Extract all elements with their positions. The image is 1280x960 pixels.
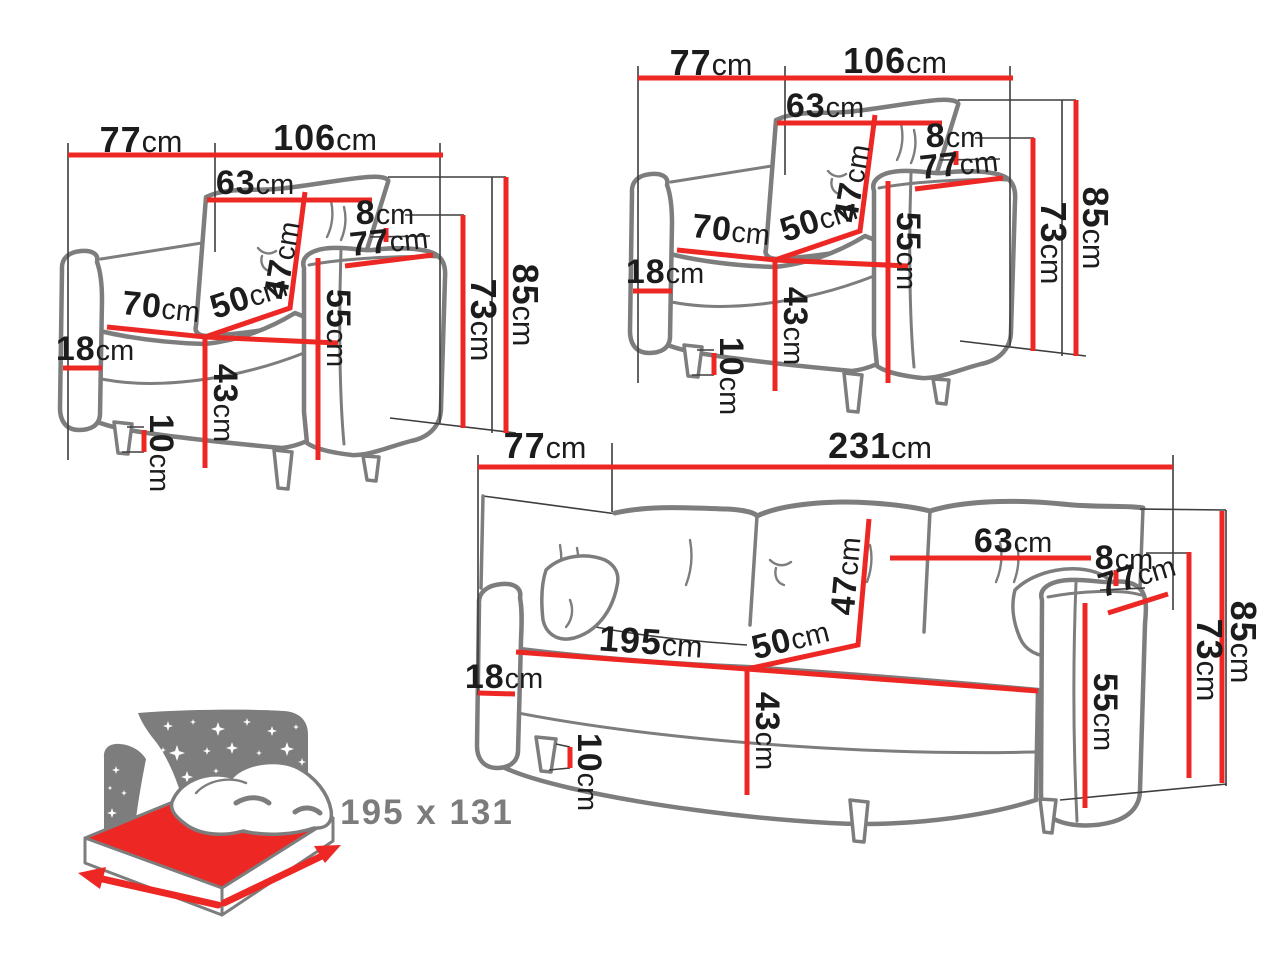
bed-depth-arrow-shaft [220, 850, 330, 907]
sofa-dim-armrest-height: 55cm [1086, 673, 1124, 751]
armchair-right-dim-cushion-height: 47cm [827, 141, 878, 225]
armchair-left-dim-backrest-height: 73cm [463, 279, 504, 362]
sofa-labels: 77cm 231cm 63cm 8cm 77cm 47cm 195cm 50cm… [465, 425, 1264, 811]
sofa-left-pillow-crease [564, 598, 574, 629]
armchair-left-dim-leg-height: 10cm [142, 414, 180, 492]
armchair-right-dim-depth-top: 77cm [670, 42, 753, 83]
sofa-dim-seat-width: 195cm [598, 617, 704, 665]
sofa-dim-seat-depth: 50cm [748, 611, 833, 667]
sofa-cushion-seams [748, 509, 932, 634]
sofa-dim-width-top: 231cm [828, 425, 932, 466]
bed-pillow-line [194, 778, 248, 795]
armchair-right-dim-width-top: 106cm [843, 40, 947, 81]
armchair-left-dim-depth-top: 77cm [100, 119, 183, 160]
sofa-bed-icon: 195 x 131 [78, 709, 514, 917]
sofa-dim-leg-height: 10cm [570, 733, 608, 811]
sofa-armrest-top-line [1046, 589, 1143, 599]
armchair-left-dim-seat-height: 43cm [206, 364, 244, 442]
armchair-left-dim-armrest-height: 55cm [319, 289, 357, 367]
sofa-dim-base-side: 18cm [465, 658, 543, 696]
sofa-back-side-edges [479, 494, 1145, 590]
armchair-right-dim-seat-height: 43cm [776, 287, 814, 365]
armchair-left-dim-cushion-height: 47cm [257, 218, 308, 302]
sofa-dim-line-armrest-length [1107, 591, 1169, 616]
sofa-cushion-creases [553, 538, 1020, 597]
armchair-left-dim-total-height: 85cm [505, 264, 546, 347]
armchair-right-dim-base-side: 18cm [626, 253, 704, 291]
armchair-right-dim-armrest-length: 77cm [918, 141, 1000, 187]
sofa-dim-depth-top: 77cm [504, 425, 587, 466]
sofa-dim-cushion-width: 63cm [974, 522, 1052, 560]
armchair-left-dim-seat-width: 70cm [120, 284, 202, 330]
bed-width-arrowhead [78, 867, 106, 889]
sofa-back-panel-edge [482, 495, 618, 515]
sofa-dim-back-gap: 8cm [1095, 539, 1153, 577]
armchair-right-dim-armrest-height: 55cm [889, 212, 927, 290]
sofa-dim-seat-height: 43cm [748, 692, 786, 770]
armchair-left-dim-cushion-width: 63cm [216, 164, 294, 202]
sofa-dim-total-height: 85cm [1223, 601, 1264, 684]
armchair-right-dim-backrest-height: 73cm [1033, 202, 1074, 285]
armchair-right-labels: 77cm 106cm 63cm 8cm 77cm 47cm 70cm 50cm … [626, 40, 1116, 415]
sofa-left-pillow [540, 554, 620, 641]
sofa-armrest-crease [1072, 580, 1079, 823]
sofa-drawing [474, 443, 1228, 844]
sofa-dim-cushion-height: 47cm [824, 535, 869, 616]
sofa-dim-backrest-height: 73cm [1189, 619, 1230, 702]
sofa-left-armrest [474, 581, 524, 771]
armchair-left-dim-back-gap: 8cm [356, 194, 414, 232]
sofa-cushion-bottom-line [584, 624, 748, 646]
armchair-right-dim-total-height: 85cm [1075, 187, 1116, 270]
sofa-legs [534, 735, 1058, 844]
armchair-left-labels: 77cm 106cm 63cm 8cm 77cm 47cm 70cm 50cm … [56, 117, 546, 492]
sofa-base-crease [501, 708, 1037, 755]
sofa-dim-line-base-side [477, 690, 516, 697]
bed-blanket-folds [233, 795, 323, 816]
sofa-reference-lines [477, 443, 1228, 801]
bed-sleeping-area-label: 195 x 131 [340, 793, 514, 832]
sofa-dim-line-cushion-seat [515, 518, 872, 672]
armchair-right-dim-back-gap: 8cm [926, 117, 984, 155]
bed-depth-arrowhead [314, 845, 341, 863]
armchair-right-dim-seat-width: 70cm [690, 207, 772, 253]
armchair-left-dim-base-side: 18cm [56, 330, 134, 368]
armchair-right-dim-leg-height: 10cm [712, 337, 750, 415]
sofa-dim-line-seat-edge [746, 666, 1039, 694]
bed-width-arrow-shaft [94, 874, 222, 909]
armchair-left-dim-armrest-length: 77cm [348, 218, 430, 264]
armchair-left-dim-width-top: 106cm [273, 117, 377, 158]
armchair-right-dim-cushion-width: 63cm [786, 87, 864, 125]
sofa-back-cushions-top [612, 498, 1146, 519]
